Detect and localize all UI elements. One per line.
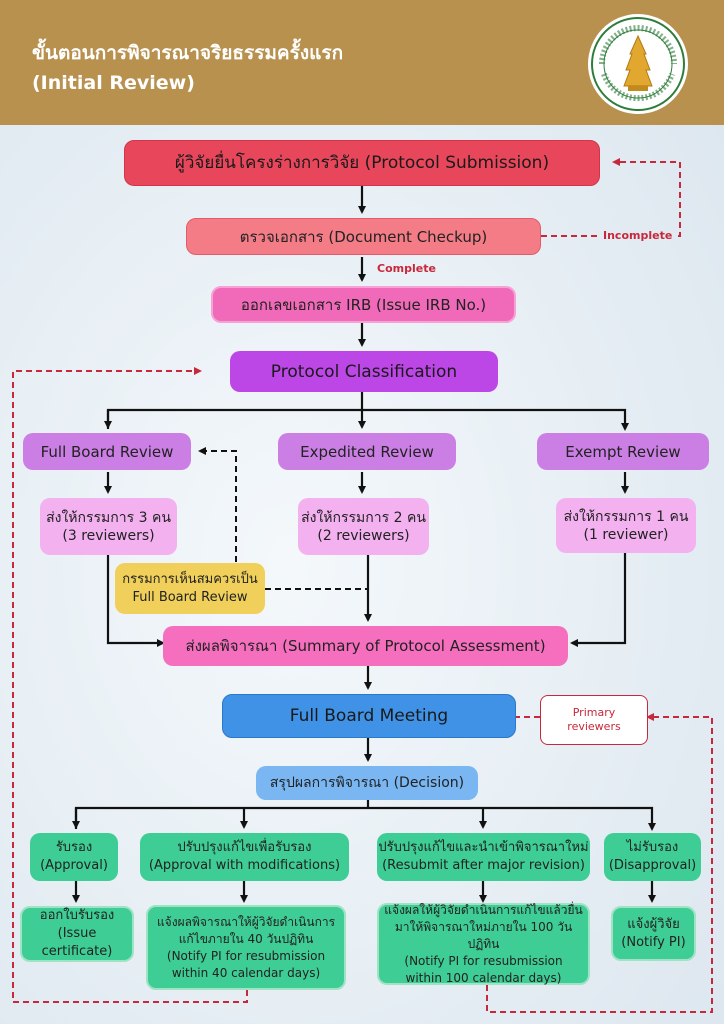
notify-pi-english: (Notify PI) — [621, 934, 686, 950]
notify40-line3: (Notify PI for resubmission — [166, 948, 326, 963]
primary-reviewers-line2: reviewers — [567, 720, 621, 733]
approval-thai: รับรอง — [55, 840, 93, 855]
send-two-english: (2 reviewers) — [317, 527, 410, 544]
disapproval-outcome: ไม่รับรอง (Disapproval) — [604, 833, 701, 881]
notify40-line4: within 40 calendar days) — [171, 965, 321, 980]
modify-english: (Approval with modifications) — [148, 858, 341, 873]
notify100-line2: มาให้พิจารณาใหม่ภายใน 100 วันปฏิทิน — [394, 919, 573, 951]
header-banner: ขั้นตอนการพิจารณาจริยธรรมครั้งแรก (Initi… — [0, 0, 724, 125]
approval-english: (Approval) — [40, 858, 108, 873]
notify-pi-thai: แจ้งผู้วิจัย — [627, 916, 680, 932]
primary-reviewers-line1: Primary — [572, 706, 616, 719]
notify100-line1: แจ้งผลให้ผู้วิจัยดำเนินการแก้ไขแล้วยื่น — [384, 902, 583, 917]
issue-certificate-action: ออกใบรับรอง (Issue certificate) — [20, 906, 134, 962]
send-one-reviewer-box: ส่งให้กรรมการ 1 คน (1 reviewer) — [556, 498, 696, 553]
resubmit-thai: ปรับปรุงแก้ไขและนำเข้าพิจารณาใหม่ — [378, 840, 589, 855]
modify-thai: ปรับปรุงแก้ไขเพื่อรับรอง — [177, 840, 312, 855]
assessment-summary-step: ส่งผลพิจารณา (Summary of Protocol Assess… — [163, 626, 568, 666]
send-one-english: (1 reviewer) — [583, 526, 669, 543]
full-board-opinion-box: กรรมการเห็นสมควรเป็น Full Board Review — [115, 563, 265, 614]
notify-40-days-action: แจ้งผลพิจารณาให้ผู้วิจัยดำเนินการ แก้ไขภ… — [146, 905, 346, 990]
title-thai: ขั้นตอนการพิจารณาจริยธรรมครั้งแรก — [32, 42, 344, 64]
approval-with-modifications-outcome: ปรับปรุงแก้ไขเพื่อรับรอง (Approval with … — [140, 833, 349, 881]
logo-emblem-icon — [591, 17, 685, 111]
resubmit-major-revision-outcome: ปรับปรุงแก้ไขและนำเข้าพิจารณาใหม่ (Resub… — [377, 833, 590, 881]
notify40-line1: แจ้งผลพิจารณาให้ผู้วิจัยดำเนินการ — [156, 914, 336, 929]
opinion-english: Full Board Review — [132, 589, 248, 605]
send-three-thai: ส่งให้กรรมการ 3 คน — [46, 509, 171, 526]
notify40-line2: แก้ไขภายใน 40 วันปฏิทิน — [178, 931, 314, 946]
approval-outcome: รับรอง (Approval) — [30, 833, 118, 881]
document-checkup-step: ตรวจเอกสาร (Document Checkup) — [186, 218, 541, 255]
certificate-thai: ออกใบรับรอง — [39, 908, 115, 923]
send-two-reviewers-box: ส่งให้กรรมการ 2 คน (2 reviewers) — [298, 498, 429, 555]
title-english: (Initial Review) — [32, 72, 195, 94]
send-three-english: (3 reviewers) — [62, 527, 155, 544]
notify100-line3: (Notify PI for resubmission — [404, 953, 563, 968]
notify100-line4: within 100 calendar days) — [405, 970, 562, 985]
resubmit-english: (Resubmit after major revision) — [382, 858, 585, 873]
exempt-review-box: Exempt Review — [537, 433, 709, 470]
primary-reviewers-note: Primary reviewers — [540, 695, 648, 745]
complete-label: Complete — [377, 262, 436, 275]
certificate-english: (Issue certificate) — [41, 926, 113, 959]
opinion-thai: กรรมการเห็นสมควรเป็น — [122, 571, 258, 587]
protocol-submission-step: ผู้วิจัยยื่นโครงร่างการวิจัย (Protocol S… — [124, 140, 600, 186]
expedited-review-box: Expedited Review — [278, 433, 456, 470]
disapproval-english: (Disapproval) — [608, 858, 697, 873]
protocol-classification-step: Protocol Classification — [230, 351, 498, 392]
full-board-review-box: Full Board Review — [23, 433, 191, 470]
faculty-logo — [588, 14, 688, 114]
send-three-reviewers-box: ส่งให้กรรมการ 3 คน (3 reviewers) — [40, 498, 177, 555]
page-title: ขั้นตอนการพิจารณาจริยธรรมครั้งแรก (Initi… — [32, 38, 343, 98]
send-two-thai: ส่งให้กรรมการ 2 คน — [301, 509, 426, 526]
decision-step: สรุปผลการพิจารณา (Decision) — [256, 766, 478, 800]
incomplete-label: Incomplete — [603, 229, 673, 242]
send-one-thai: ส่งให้กรรมการ 1 คน — [563, 508, 689, 525]
notify-100-days-action: แจ้งผลให้ผู้วิจัยดำเนินการแก้ไขแล้วยื่น … — [377, 903, 590, 985]
full-board-meeting-step: Full Board Meeting — [222, 694, 516, 738]
disapproval-thai: ไม่รับรอง — [626, 840, 679, 855]
issue-irb-number-step: ออกเลขเอกสาร IRB (Issue IRB No.) — [211, 286, 516, 323]
notify-pi-action: แจ้งผู้วิจัย (Notify PI) — [611, 906, 696, 961]
